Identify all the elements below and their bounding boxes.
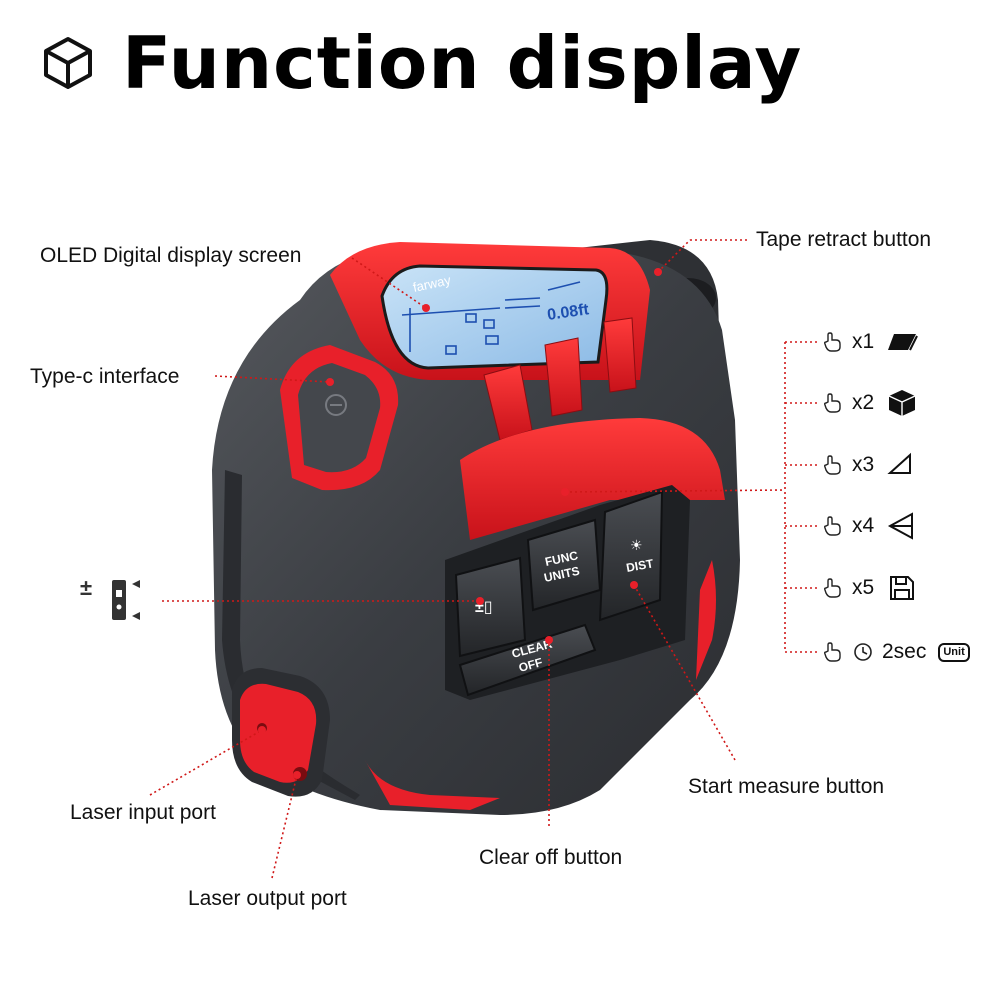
laser-aperture: [240, 683, 317, 783]
title-row: Function display: [40, 18, 802, 108]
dist-label: DIST: [625, 556, 655, 575]
press-count: x5: [852, 576, 875, 599]
dist-sun-icon: ☀: [630, 537, 643, 553]
screen-content: [401, 281, 581, 355]
callout-laser-output: Laser output port: [188, 887, 347, 910]
function-row-3: x3: [822, 450, 918, 480]
oled-screen: [380, 264, 609, 370]
volume-cube-icon: [888, 390, 916, 416]
press-count: x4: [852, 514, 875, 537]
function-row-6: 2sec Unit: [822, 637, 970, 667]
plus-minus-reference-icon: ±: [80, 575, 140, 620]
double-triangle-icon: [888, 512, 914, 540]
press-hand-icon: [823, 332, 841, 352]
callout-typec: Type-c interface: [30, 365, 180, 388]
press-hand-icon: [823, 455, 841, 475]
press-hand-icon: [823, 578, 841, 598]
func-units-button[interactable]: FUNC UNITS: [526, 518, 602, 612]
svg-text:±: ±: [80, 575, 92, 600]
usb-icon: [325, 394, 347, 416]
callout-laser-input: Laser input port: [70, 801, 216, 824]
callout-start-measure: Start measure button: [688, 775, 885, 798]
press-hand-icon: [823, 516, 841, 536]
reference-button[interactable]: ±▯: [454, 556, 527, 658]
off-label: OFF: [517, 655, 544, 675]
leader-lines: [149, 239, 818, 879]
clock-icon: [854, 643, 872, 661]
press-count: x3: [852, 453, 875, 476]
function-row-4: x4: [822, 511, 918, 541]
press-hand-icon: [823, 642, 841, 662]
unit-icon: Unit: [938, 642, 970, 662]
screen-reading: 0.08ft: [546, 301, 590, 324]
press-count: x2: [852, 391, 875, 414]
press-count: x1: [852, 330, 875, 353]
callout-tape-retract: Tape retract button: [756, 228, 932, 251]
cube-outline-icon: [44, 37, 92, 89]
function-row-1: x1: [822, 327, 919, 357]
function-row-5: x5: [822, 573, 918, 603]
press-hand-icon: [823, 393, 841, 413]
leader-dots: [258, 268, 662, 779]
area-icon: [888, 334, 919, 351]
top-ridges: [483, 317, 637, 441]
dist-button[interactable]: ☀ DIST: [598, 490, 664, 622]
floppy-disk-icon: [890, 576, 915, 600]
func-label: FUNC: [544, 548, 580, 569]
callout-oled: OLED Digital display screen: [40, 244, 302, 267]
function-row-2: x2: [822, 388, 918, 418]
page-title: Function display: [122, 21, 803, 105]
hold-duration: 2sec: [882, 640, 927, 663]
triangle-icon: [887, 452, 912, 474]
callout-clear-off: Clear off button: [479, 846, 623, 869]
front-red-band: [460, 418, 725, 540]
